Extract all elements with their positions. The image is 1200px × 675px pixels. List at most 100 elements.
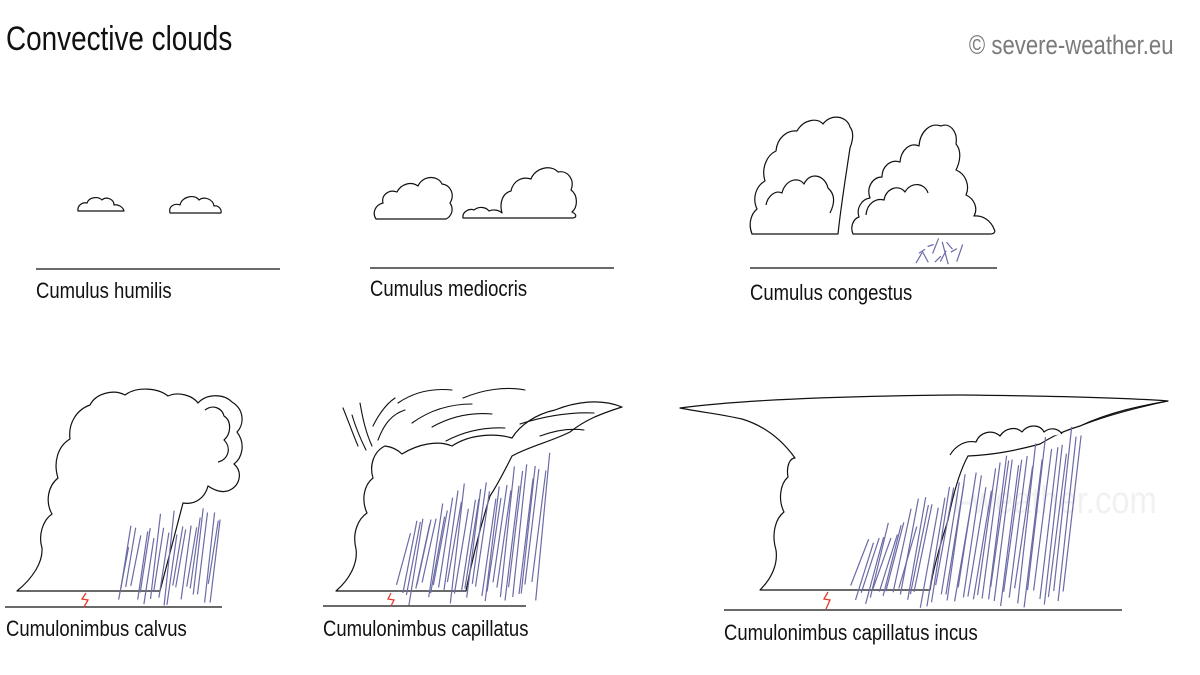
capillatus-rain-streak [481,498,497,597]
incus-rain-streak [872,537,892,589]
capillatus-rain-streak [471,482,487,584]
incus-rain-streak [1000,465,1020,607]
cumulus-congestus-tower-right-inner [865,184,929,216]
label-cumulus-mediocris: Cumulus mediocris [370,276,528,301]
incus-rain-streak [1047,453,1067,598]
cumulus-humilis-cloud-left [77,197,125,212]
cumulonimbus-calvus-bulge [204,406,231,463]
capillatus-rain-streak [520,465,536,594]
calvus-rain-streak [189,517,201,589]
incus-rain-streak [940,482,960,595]
incus-rain-streak [977,468,997,596]
incus-rain-streak [860,537,880,593]
cumulonimbus-capillatus-fibrous-top-4 [372,397,396,427]
incus-rain-streak [865,536,885,605]
cumulonimbus-incus-anvil-edge [1079,400,1169,427]
page-title: Convective clouds [6,20,233,58]
cumulus-mediocris-cloud-left [373,176,453,220]
incus-rain-streak [1062,435,1082,592]
capillatus-rain-streak [518,478,534,595]
capillatus-rain-streak [453,508,469,594]
cumulonimbus-capillatus-fibrous-top-12 [539,428,585,437]
cumulonimbus-capillatus-fibrous-top-11 [519,412,595,425]
calvus-rain-streak [175,529,187,588]
cumulonimbus-capillatus-diagram [323,387,623,607]
capillatus-rain-streak [535,452,551,601]
rain-streaks [118,238,1082,608]
capillatus-rain-streak [405,521,421,596]
cumulonimbus-capillatus-fibrous-top-6 [397,388,453,404]
incus-rain-streak [926,497,946,607]
capillatus-rain-streak [438,497,454,588]
calvus-rain-streak [207,520,219,584]
cumulonimbus-calvus-lightning [80,592,90,608]
cumulonimbus-capillatus-fibrous-top-10 [462,387,526,399]
incus-rain-streak [913,504,933,593]
congestus-rain-streak [927,243,934,248]
cumulus-humilis-cloud-right [169,195,222,214]
cumulonimbus-capillatus-fibrous-top-9 [445,427,506,442]
incus-rain-streak [899,498,919,595]
capillatus-rain-streak [484,486,500,602]
incus-rain-streak [967,487,987,597]
calvus-rain-streak [130,535,142,587]
capillatus-rain-streak [460,499,476,593]
cumulonimbus-incus-diagram [679,394,1169,611]
congestus-rain-streak [921,251,929,263]
cumulonimbus-incus-cauliflower [949,425,1063,456]
incus-rain-streak [909,504,929,595]
cumulus-congestus-diagram [749,116,997,269]
calvus-rain-streak [149,513,162,600]
calvus-rain-streak [192,508,204,595]
capillatus-rain-streak [474,491,491,587]
incus-rain-streak [981,462,1001,599]
label-cumulus-congestus: Cumulus congestus [750,280,913,305]
cumulonimbus-capillatus-fibrous-top-5 [377,409,406,441]
incus-rain-streak [878,534,898,592]
capillatus-rain-streak [430,516,446,594]
label-cumulus-humilis: Cumulus humilis [36,278,172,303]
label-cumulonimbus-capillatus: Cumulonimbus capillatus [323,616,529,641]
congestus-rain-streak [932,238,940,254]
capillatus-rain-streak [446,501,462,583]
cumulus-congestus-tower-left [749,116,854,235]
incus-rain-streak [972,490,992,600]
calvus-rain-streak [137,531,149,600]
incus-rain-streak [1033,448,1053,591]
incus-rain-streak [869,522,889,598]
calvus-rain-streak [158,532,170,598]
incus-rain-streak [882,524,902,597]
congestus-rain-streak [915,252,923,264]
cumulonimbus-incus-anvil [679,394,1169,591]
incus-rain-streak [1057,436,1077,602]
incus-rain-streak [892,508,912,593]
capillatus-rain-streak [512,464,528,597]
cumulonimbus-capillatus-fibrous-top-8 [431,413,493,428]
incus-rain-streak [946,474,966,601]
incus-rain-streak [1026,437,1047,591]
capillatus-rain-streak [466,488,482,598]
incus-rain-streak [990,460,1010,587]
incus-rain-streak [1014,466,1034,589]
incus-rain-streak [957,472,977,588]
cumulus-humilis-diagram [36,195,280,270]
capillatus-rain-streak [395,532,412,586]
cumulonimbus-capillatus-fibrous-top-1 [342,407,359,447]
incus-rain-streak [993,459,1013,602]
cumulonimbus-capillatus-fibrous-top-7 [411,403,473,424]
incus-rain-streak [1053,426,1073,592]
congestus-rain-streak [934,255,942,263]
capillatus-rain-streak [524,469,540,585]
incus-rain-streak [1008,456,1028,598]
cumulonimbus-capillatus-lightning [387,592,395,607]
calvus-rain-streak [180,525,192,600]
cumulus-congestus-tower-right [851,124,996,235]
calvus-rain-streak [172,526,184,586]
cumulonimbus-capillatus-fibrous-top-3 [359,402,373,447]
calvus-rain-streak [139,528,151,593]
incus-rain-streak [1023,459,1043,608]
capillatus-rain-streak [408,518,424,606]
label-cumulonimbus-capillatus-incus: Cumulonimbus capillatus incus [724,620,978,645]
incus-rain-streak [907,497,927,600]
